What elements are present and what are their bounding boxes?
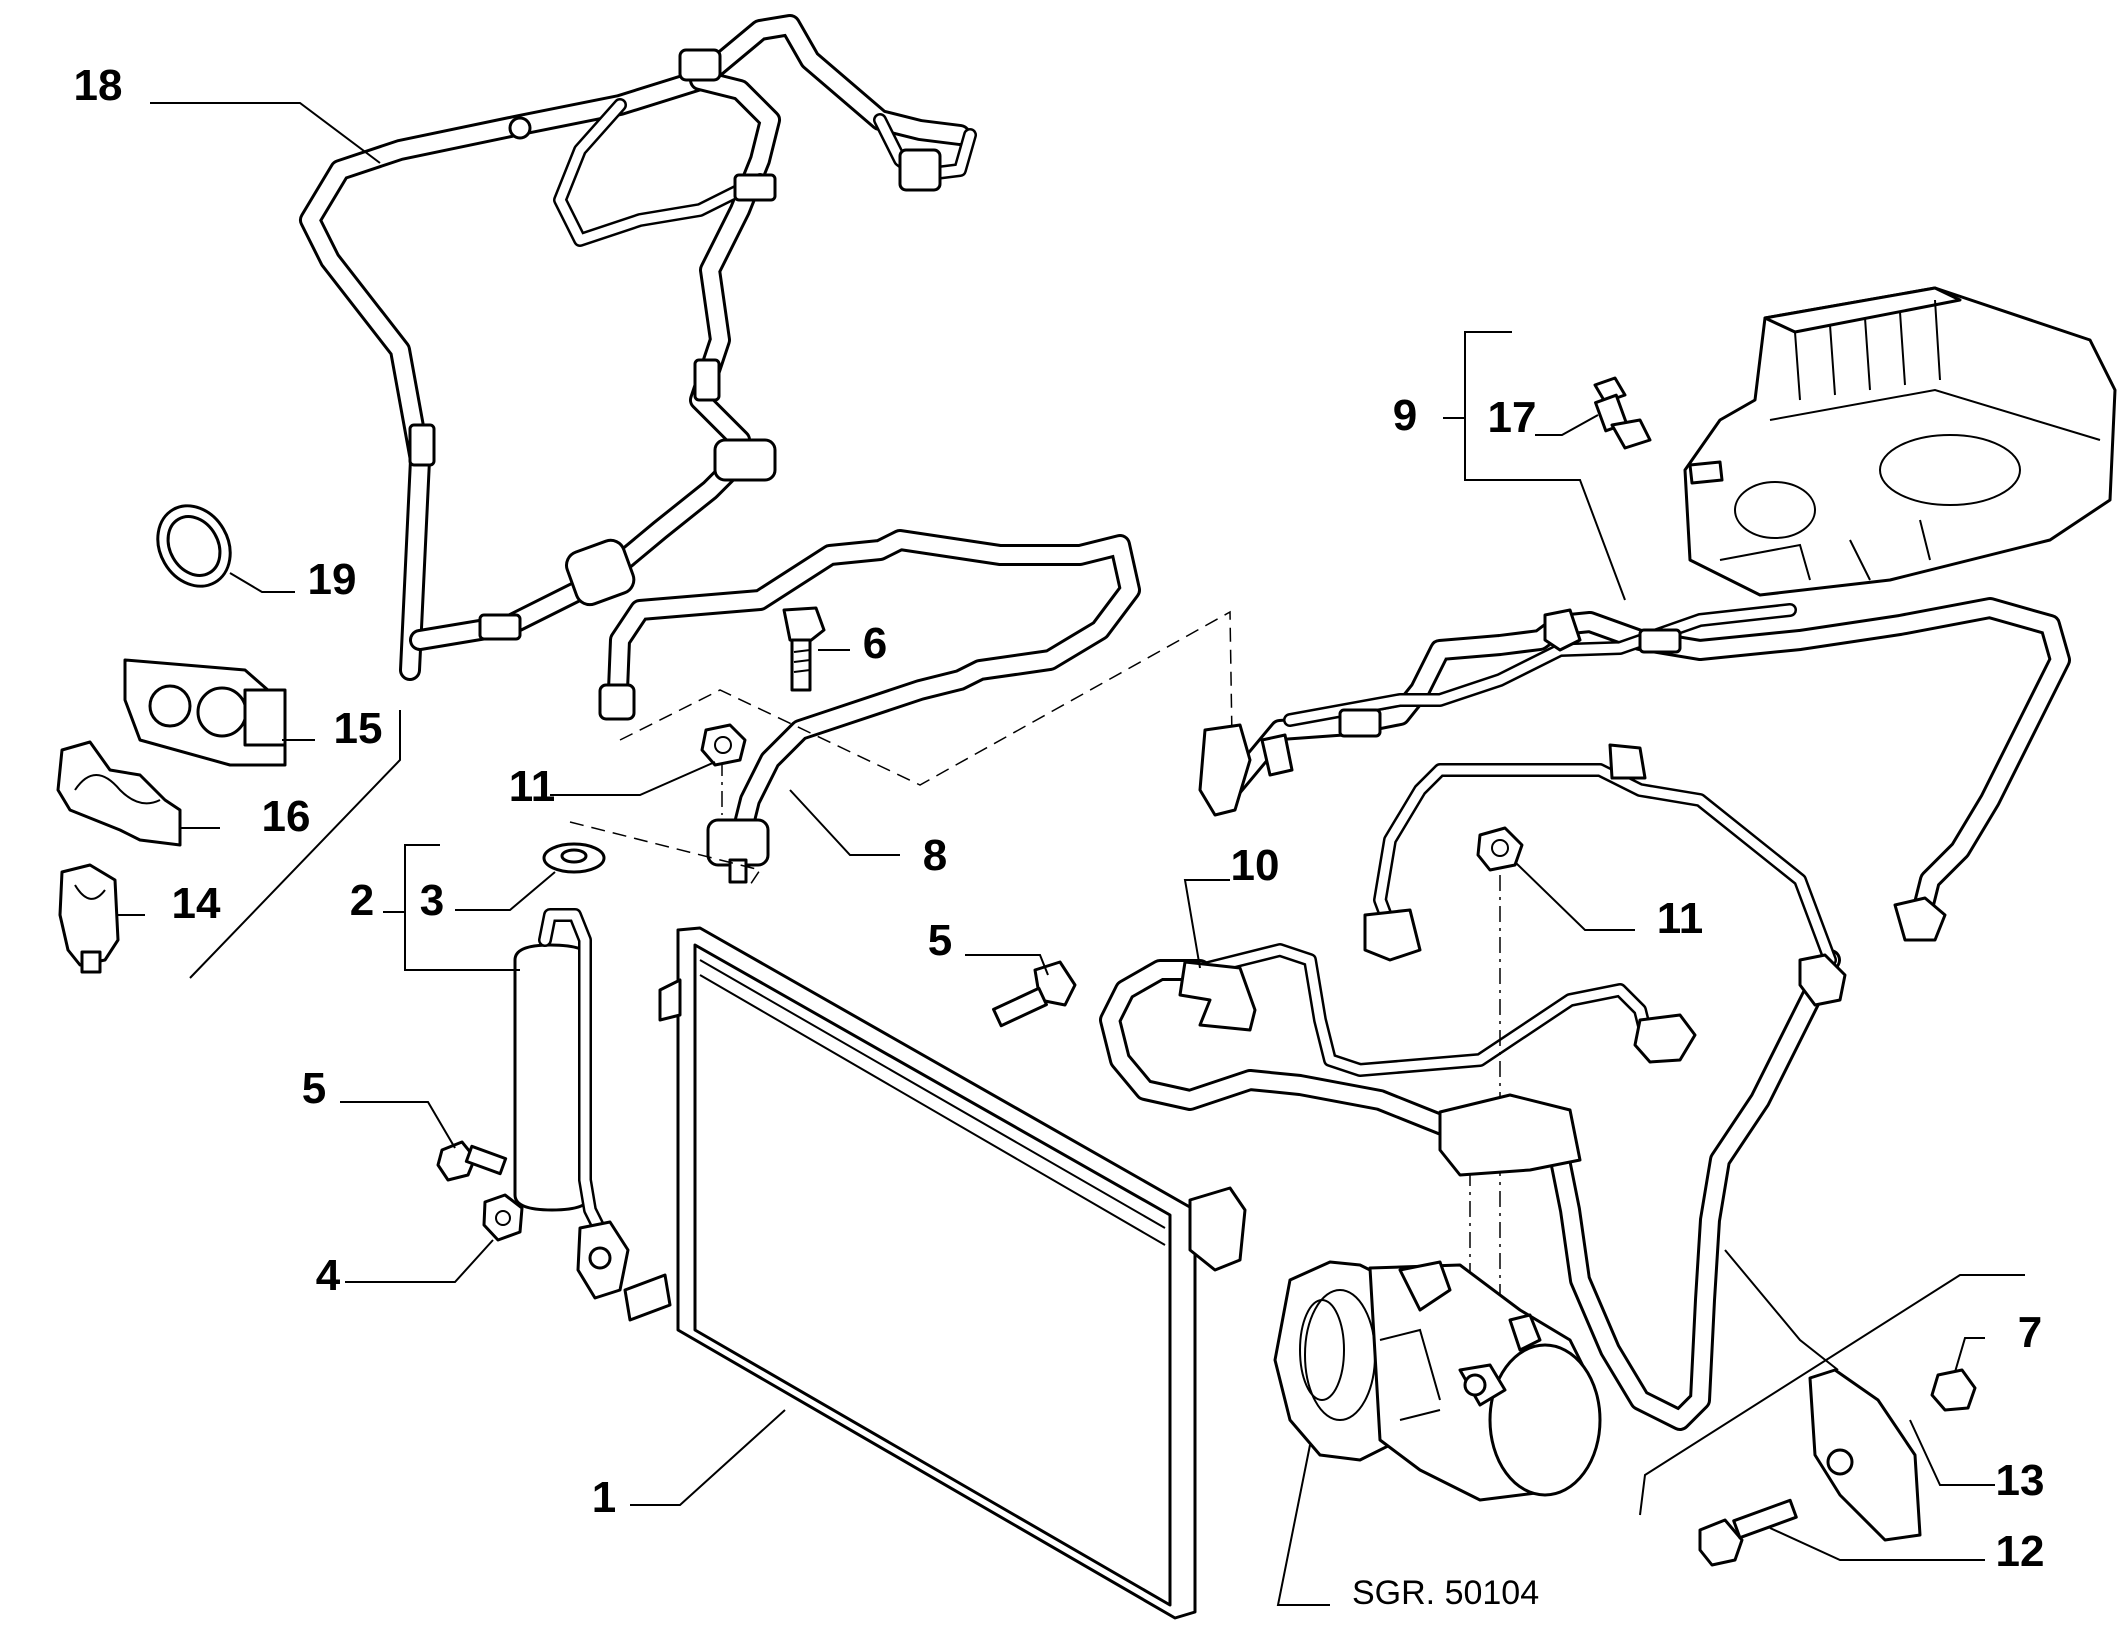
leader-17 [1535,414,1599,436]
part-15-pipe-clamp [123,658,287,767]
part-7-nut [1930,1368,1977,1412]
group-line-right [1639,1274,2025,1516]
part-12-bolt [1698,1498,1798,1567]
group-line-left [189,710,401,979]
part-6-bolt [782,606,826,692]
alignment-line-upper [619,610,1233,786]
part-4-nut [482,1193,524,1242]
leader-3 [455,871,556,911]
callout-19: 19 [308,555,357,604]
part-5-bolt-left [436,1140,508,1182]
part-3-washer [542,842,606,874]
part-10-discharge-hose [1099,943,1697,1151]
part-11-nut-right [1476,826,1524,872]
part-1-condenser [623,926,1247,1620]
callout-6: 6 [863,619,887,668]
leader-1 [630,1409,786,1506]
callout-5a: 5 [302,1064,326,1113]
callout-11a: 11 [509,762,556,811]
callout-4: 4 [316,1251,341,1300]
leader-reference [1276,1444,1330,1606]
callout-8: 8 [923,831,947,880]
callout-16: 16 [262,792,311,841]
callout-9: 9 [1393,391,1417,440]
part-14-retainer-clip [58,863,120,974]
reference-code: SGR. 50104 [1352,1574,1539,1612]
part-17-pressure-switch [1593,376,1652,450]
ac-compressor [1273,1260,1602,1502]
part-16-hose-clip [56,740,182,847]
leader-8 [789,789,900,856]
callout-12: 12 [1996,1527,2045,1576]
callout-13: 13 [1996,1456,2045,1505]
group-line-hose-right [1724,1249,1839,1371]
callout-18: 18 [74,61,123,110]
part-18-hose-assembly [299,14,977,681]
leader-4 [345,1239,494,1283]
leader-11b [1514,861,1635,931]
callout-11b: 11 [1657,894,1704,943]
part-13-bracket [1808,1368,1922,1542]
leader-5b [965,954,1049,976]
part-9-hose-assembly [1198,597,2071,942]
leader-18 [150,102,381,164]
alignment-line-lower [569,821,762,886]
part-2-receiver-drier [513,908,630,1300]
leader-7 [1954,1337,1985,1373]
leader-19 [229,572,295,593]
callout-2: 2 [350,876,374,925]
leader-5a [340,1101,456,1149]
group-line-2 [404,844,520,971]
callout-14: 14 [172,879,221,928]
leader-12 [1769,1527,1985,1561]
callout-1: 1 [592,1473,616,1522]
callout-3: 3 [420,876,444,925]
part-8-ac-pipe [598,529,1141,884]
suction-hose [1363,743,1847,1431]
callout-17: 17 [1488,393,1537,442]
leader-11a [550,761,716,796]
callout-15: 15 [334,704,383,753]
part-19-o-ring [156,504,232,588]
leader-13 [1909,1419,1995,1486]
part-11-nut-left [700,723,747,767]
hvac-heater-box [1683,286,2117,597]
callout-5b: 5 [928,916,952,965]
callout-10: 10 [1231,841,1280,890]
part-5-bolt-right [992,960,1077,1028]
callout-7: 7 [2018,1308,2042,1357]
leader-10 [1183,879,1230,969]
group-line-9 [1464,331,1626,601]
